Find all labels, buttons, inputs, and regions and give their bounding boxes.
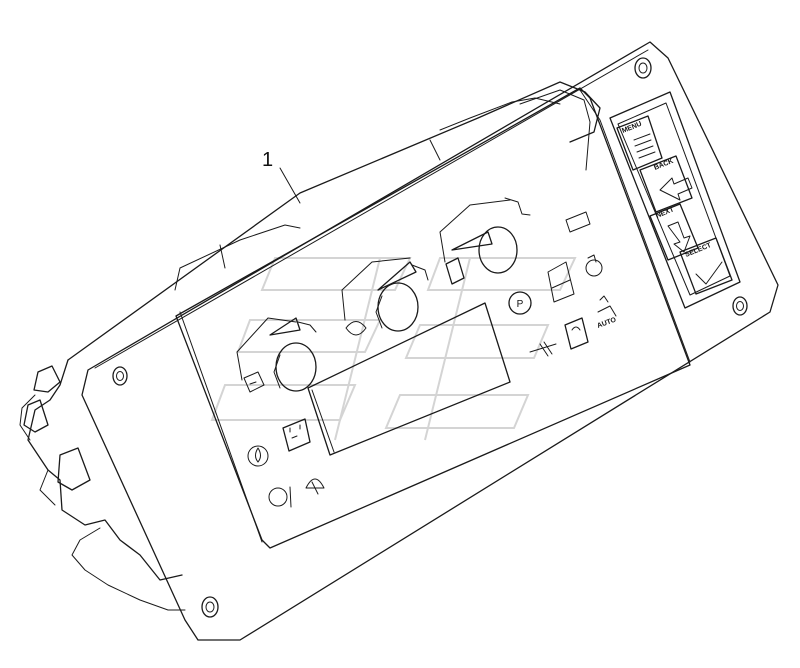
- menu-lines-icon: [633, 133, 656, 159]
- parking-brake-letter: P: [517, 299, 524, 310]
- callout-1: 1: [262, 149, 301, 204]
- gauge-left: [269, 317, 317, 392]
- gauge-windows: [236, 199, 511, 381]
- menu-key[interactable]: MENU: [616, 115, 663, 171]
- gauge-right: [451, 197, 531, 274]
- next-key-label: NEXT: [655, 206, 676, 220]
- rotation-icon: [585, 254, 603, 277]
- indicator-symbols: P AUTO: [243, 211, 618, 508]
- battery-icon: [282, 418, 311, 452]
- connector-plug: [19, 365, 91, 506]
- select-key[interactable]: SELECT: [679, 237, 733, 295]
- leader-line: [279, 167, 301, 204]
- water-separator-icon: [564, 317, 589, 350]
- mounting-hole-top-right: [634, 57, 652, 79]
- lcd-display: [307, 302, 511, 456]
- callout-number: 1: [262, 149, 273, 171]
- mounting-hole-left: [112, 366, 128, 386]
- rear-housing: [27, 81, 601, 611]
- air-filter-icon: [529, 341, 557, 357]
- mounting-holes: [112, 57, 748, 618]
- book-icon: [565, 211, 591, 233]
- coolant-level-icon: [547, 261, 575, 303]
- checkmark-icon: [695, 261, 723, 285]
- mounting-hole-bottom-right: [732, 296, 748, 316]
- bell-icon: [305, 478, 325, 495]
- watermark: [210, 257, 577, 441]
- auto-icon: AUTO: [596, 295, 618, 330]
- oil-pressure-icon: [247, 445, 269, 467]
- arrow-left-icon: [659, 177, 693, 201]
- oil-filter-icon: [268, 486, 292, 508]
- fuel-icon: [345, 321, 367, 336]
- auto-label: AUTO: [596, 316, 617, 330]
- parking-brake-icon: P: [508, 291, 532, 315]
- engine-temp-icon: [243, 371, 265, 393]
- front-bezel: [81, 41, 779, 641]
- arrow-down-icon: [667, 221, 691, 253]
- hydraulic-icon: [445, 257, 465, 285]
- mounting-hole-bottom-left: [201, 596, 219, 618]
- gauge-middle: [375, 261, 429, 332]
